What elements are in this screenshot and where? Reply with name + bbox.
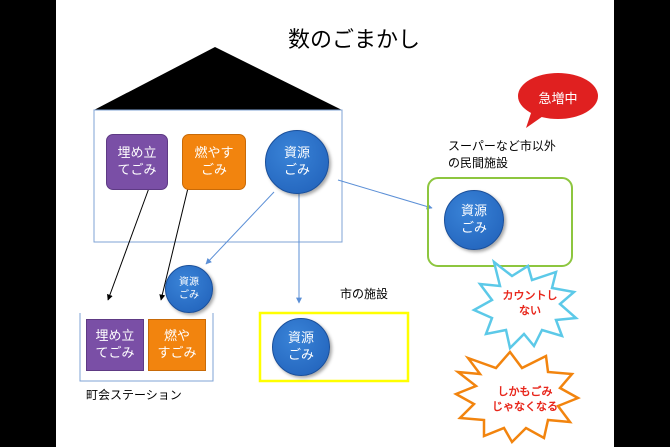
- resource-circle-house: 資源 ごみ: [265, 130, 329, 194]
- city-frame: [258, 311, 410, 383]
- house-roof: [94, 47, 342, 110]
- rising-label: 急増中: [538, 92, 578, 107]
- station-bracket: [79, 313, 214, 382]
- diagram-lines: [79, 47, 598, 445]
- resource-circle-station: 資源 ごみ: [165, 265, 213, 313]
- slide: 数のごまかし 埋め立 てごみ 燃やす ごみ 資源 ごみ 資源 ごみ 埋め立 てご…: [56, 0, 614, 447]
- landfill-box-station: 埋め立 てごみ: [86, 319, 144, 371]
- station-label: 町会ステーション: [86, 388, 182, 402]
- house-body: [93, 109, 343, 243]
- not-counted-label: カウントし ない: [502, 289, 558, 317]
- private-label: スーパーなど市以外 の民間施設: [448, 139, 556, 170]
- page-title: 数のごまかし: [288, 28, 421, 53]
- city-label: 市の施設: [340, 287, 389, 301]
- resource-circle-city: 資源 ごみ: [272, 318, 330, 376]
- rising-bubble: [518, 73, 598, 128]
- star-not-counted: [471, 258, 579, 351]
- burnable-box-house: 燃やす ごみ: [182, 134, 246, 190]
- star-not-garbage: [453, 350, 581, 445]
- burnable-box-station: 燃や すごみ: [148, 319, 206, 371]
- arrow-to-station: [205, 191, 275, 265]
- not-garbage-label: しかもごみ じゃなくなる: [492, 385, 558, 413]
- arrow-to-private: [337, 179, 433, 210]
- resource-circle-private: 資源 ごみ: [444, 190, 504, 250]
- landfill-box-house: 埋め立 てごみ: [106, 134, 168, 190]
- arrow-landfill: [107, 187, 150, 301]
